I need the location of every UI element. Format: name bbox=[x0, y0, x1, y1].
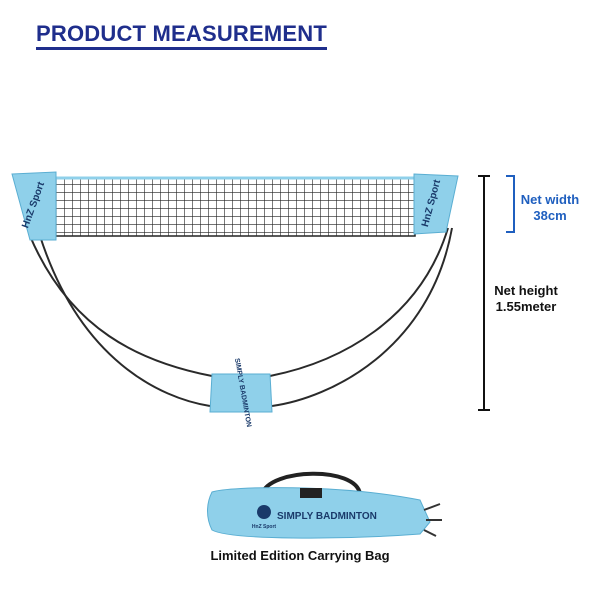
net-side-panel-right bbox=[413, 173, 459, 235]
bag-logo bbox=[257, 505, 271, 519]
net-height-marker bbox=[478, 175, 490, 411]
page-title: PRODUCT MEASUREMENT bbox=[36, 22, 328, 51]
net-width-bracket bbox=[506, 175, 515, 233]
bag-caption: Limited Edition Carrying Bag bbox=[210, 548, 390, 563]
bag-body bbox=[207, 487, 431, 539]
bag-text: SIMPLY BADMINTON bbox=[277, 511, 377, 522]
bag-brand: HnZ Sport bbox=[252, 524, 276, 530]
net-mesh bbox=[54, 177, 416, 237]
net-side-panel-left bbox=[11, 171, 57, 241]
net-height-title: Net height bbox=[494, 283, 558, 298]
net-width-value: 38cm bbox=[533, 208, 567, 223]
carrying-bag: HnZ Sport SIMPLY BADMINTON bbox=[207, 471, 442, 539]
net-width-title: Net width bbox=[520, 192, 580, 207]
bag-strap bbox=[260, 471, 362, 495]
bag-drawstring bbox=[423, 503, 442, 537]
net-frame bbox=[29, 227, 453, 407]
center-pocket bbox=[209, 373, 273, 413]
net-width-label: Net width 38cm bbox=[510, 192, 590, 224]
net-height-value: 1.55meter bbox=[495, 299, 557, 314]
net-height-label: Net height 1.55meter bbox=[478, 283, 574, 315]
